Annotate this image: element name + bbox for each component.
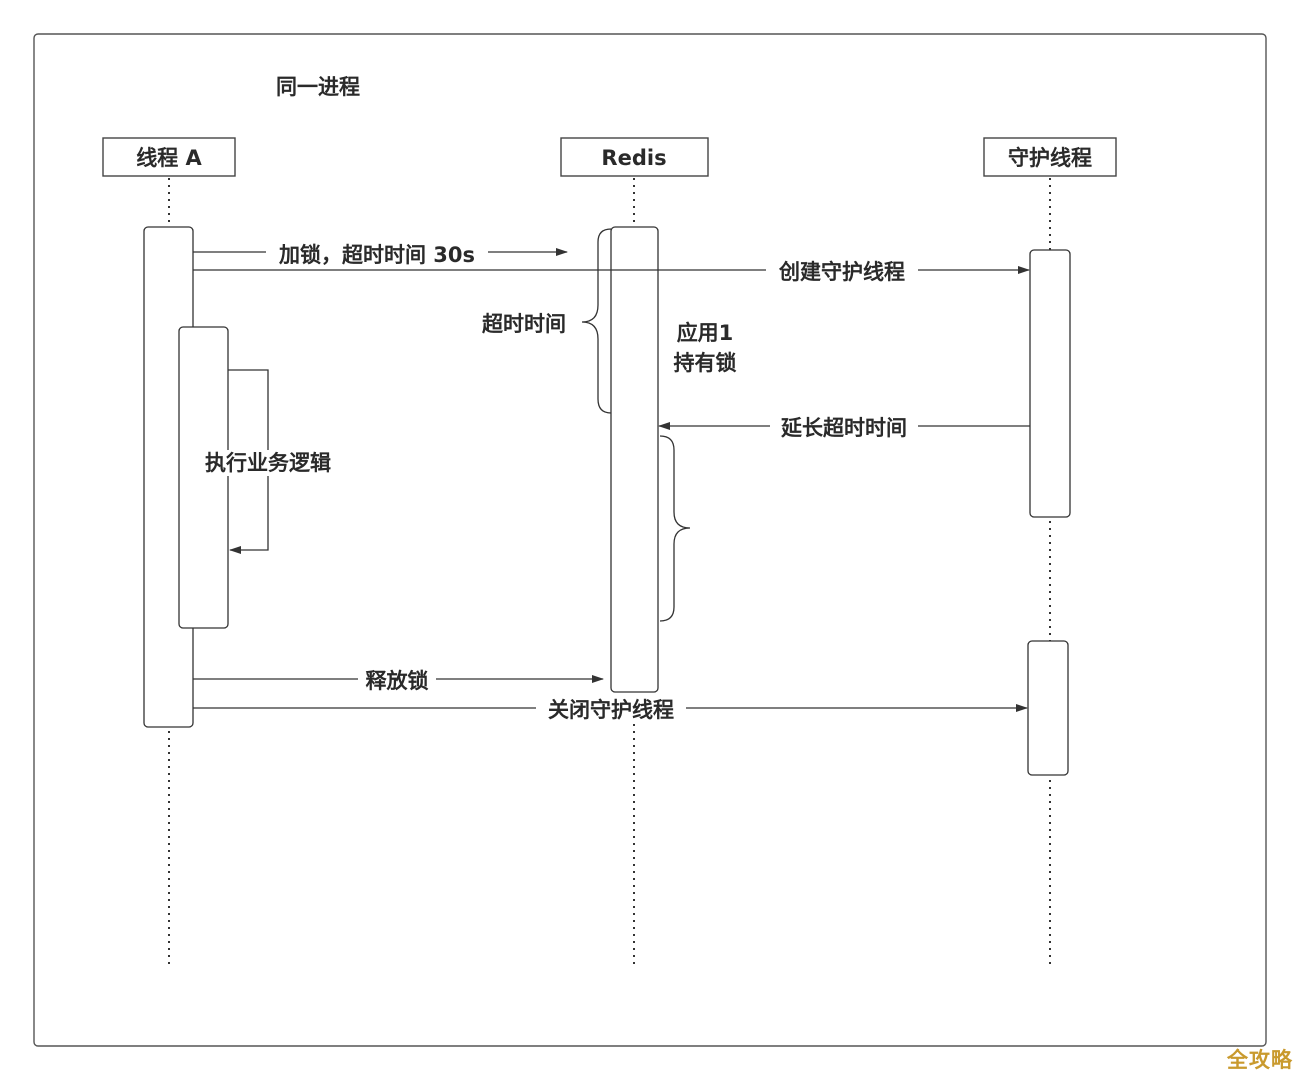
message-create-guard-label: 创建守护线程 xyxy=(778,260,905,284)
group-label: 同一进程 xyxy=(276,75,360,99)
activation-guard-1 xyxy=(1029,249,1071,518)
participant-thread-a-label: 线程 A xyxy=(136,146,202,170)
watermark-logo: 全攻略 xyxy=(1227,1048,1293,1072)
note-business-logic: 执行业务逻辑 xyxy=(205,451,331,475)
participant-guard-thread: 守护线程 xyxy=(983,137,1117,177)
activation-guard-2 xyxy=(1027,640,1069,776)
note-app-holds-line1: 应用1 xyxy=(677,321,734,345)
timeout-brace xyxy=(581,228,612,414)
message-release-lock-label: 释放锁 xyxy=(366,669,429,693)
message-extend-timeout-label: 延长超时时间 xyxy=(780,416,907,440)
extended-timeout-brace xyxy=(659,435,691,622)
note-app-holds-line2: 持有锁 xyxy=(674,351,737,375)
message-close-guard-label: 关闭守护线程 xyxy=(548,698,674,722)
participant-guard-thread-label: 守护线程 xyxy=(1008,146,1092,170)
note-timeout: 超时时间 xyxy=(482,312,566,336)
message-lock-label: 加锁，超时时间 30s xyxy=(278,243,475,267)
participant-redis-label: Redis xyxy=(601,146,666,170)
business-logic-label-backing xyxy=(203,450,333,476)
participant-thread-a: 线程 A xyxy=(102,137,236,177)
activation-thread-a-business xyxy=(178,326,229,629)
participant-redis: Redis xyxy=(560,137,709,177)
activation-redis xyxy=(610,226,659,693)
